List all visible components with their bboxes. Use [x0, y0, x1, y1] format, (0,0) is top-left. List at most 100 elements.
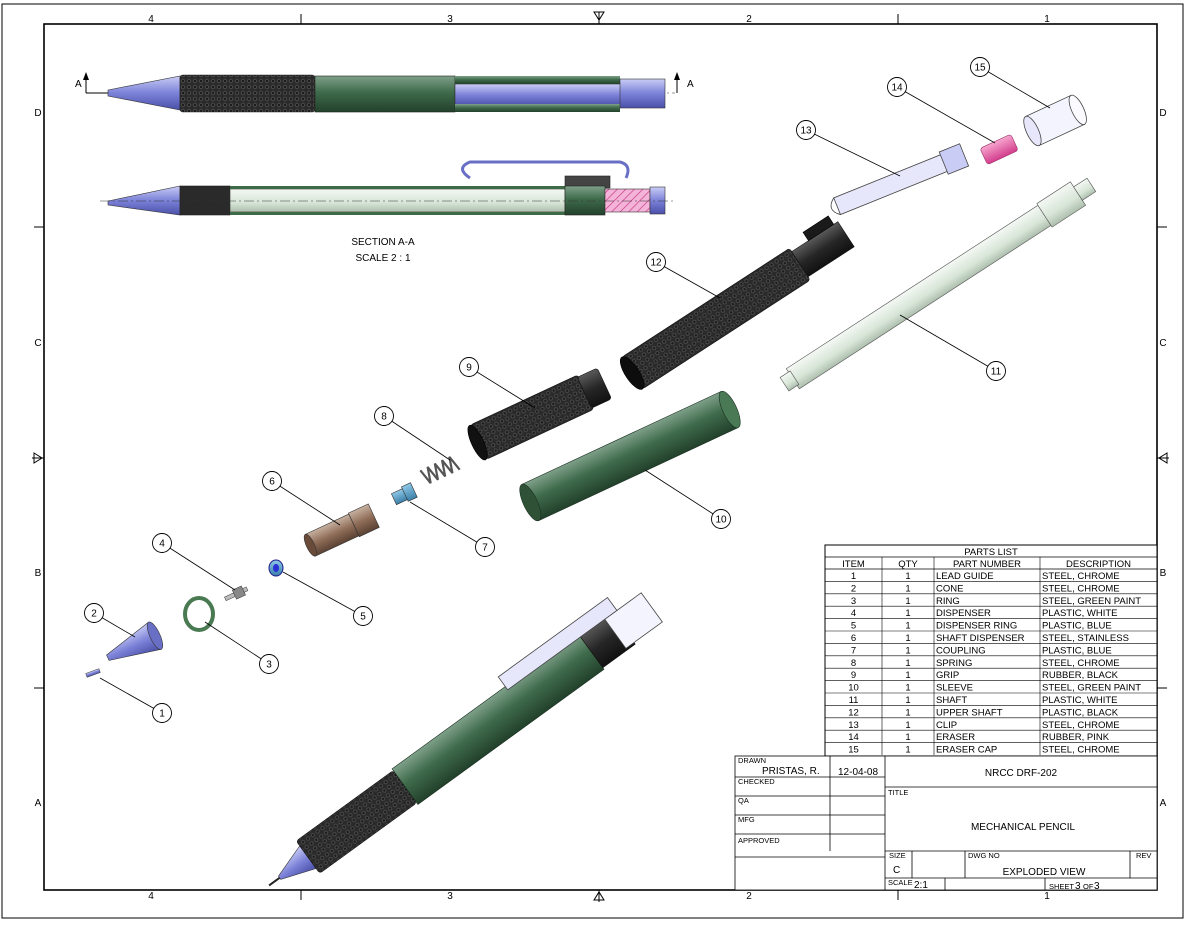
parts-list-cell: STEEL, CHROME: [1042, 745, 1120, 756]
balloon-number: 14: [891, 83, 903, 94]
balloon-circle: [374, 406, 394, 426]
balloon-circle: [887, 77, 907, 97]
balloon: 10: [711, 509, 731, 529]
balloon-circle: [459, 357, 479, 377]
parts-list-cell: 13: [848, 720, 859, 731]
balloon: 13: [796, 120, 816, 140]
parts-list-cell: 2: [851, 583, 856, 594]
sheet-label: SHEET: [1049, 882, 1074, 891]
parts-list-cell: 1: [905, 745, 910, 756]
balloon: 11: [986, 361, 1006, 381]
part-ring: [183, 596, 215, 632]
zone-row-a-right: A: [1160, 798, 1167, 809]
parts-list-cell: UPPER SHAFT: [936, 707, 1003, 718]
balloon-number: 15: [974, 63, 986, 74]
zone-col-4-top: 4: [148, 14, 154, 25]
part-eraser: [980, 134, 1018, 165]
parts-list-cell: 4: [851, 608, 856, 619]
assembled-pencil-isometric: [268, 592, 663, 887]
drawn-date: 12-04-08: [838, 767, 878, 778]
balloon-circle: [152, 703, 172, 723]
parts-list-cell: PLASTIC, BLUE: [1042, 621, 1112, 632]
zone-col-2-top: 2: [746, 14, 752, 25]
balloon-circle: [475, 537, 495, 557]
zone-col-1-bottom: 1: [1044, 891, 1050, 902]
balloon-number: 7: [482, 543, 488, 554]
balloon: 8: [374, 406, 394, 426]
balloon-number: 6: [269, 477, 275, 488]
parts-list-cell: STEEL, CHROME: [1042, 571, 1120, 582]
part-lead-guide: [85, 668, 101, 678]
drawing-title: MECHANICAL PENCIL: [971, 822, 1076, 833]
balloon-number: 9: [466, 363, 472, 374]
balloon-circle: [711, 509, 731, 529]
part-eraser-cap: [1023, 94, 1087, 147]
parts-list-cell: DISPENSER: [936, 608, 991, 619]
zone-row-d-left: D: [34, 108, 41, 119]
part-dispenser: [224, 585, 249, 602]
parts-list-cell: SLEEVE: [936, 683, 973, 694]
part-clip: [830, 143, 970, 216]
balloon-number: 4: [159, 539, 165, 550]
balloon-circle: [262, 471, 282, 491]
balloon-circle: [259, 654, 279, 674]
drawn-label: DRAWN: [738, 756, 766, 765]
parts-list-cell: PLASTIC, BLUE: [1042, 645, 1112, 656]
part-upper-shaft: [619, 215, 855, 390]
parts-list-cell: PLASTIC, BLACK: [1042, 707, 1119, 718]
parts-list-title: PARTS LIST: [964, 547, 1018, 558]
assembled-pencil-view: A A: [75, 72, 694, 113]
parts-list-cell: 8: [851, 658, 856, 669]
approved-label: APPROVED: [738, 836, 780, 845]
zone-row-b-left: B: [35, 568, 42, 579]
parts-list-cell: 11: [849, 695, 859, 706]
part-shaft-dispenser: [303, 503, 380, 557]
title-label: TITLE: [888, 788, 908, 797]
checked-label: CHECKED: [738, 777, 775, 786]
parts-list-cell: STEEL, CHROME: [1042, 720, 1120, 731]
parts-list-cell: 9: [851, 670, 856, 681]
balloon: 15: [970, 57, 990, 77]
parts-list-cell: STEEL, STAINLESS: [1042, 633, 1129, 644]
balloon: 7: [475, 537, 495, 557]
parts-list-cell: 14: [848, 732, 859, 743]
parts-list-cell: 5: [851, 621, 856, 632]
section-marker-right: A: [687, 79, 694, 90]
center-arrows: [32, 11, 1169, 902]
parts-list-cell: 1: [905, 670, 910, 681]
dwg-no-label: DWG NO: [968, 851, 1000, 860]
balloon-circle: [84, 603, 104, 623]
parts-list-cell: RING: [936, 596, 960, 607]
parts-list-header: PART NUMBER: [953, 559, 1021, 570]
balloon-number: 8: [381, 412, 387, 423]
zone-col-2-bottom: 2: [746, 891, 752, 902]
parts-list-cell: 12: [848, 707, 859, 718]
parts-list-cell: STEEL, GREEN PAINT: [1042, 596, 1141, 607]
sheet-border: [1, 3, 1184, 919]
balloon: 2: [84, 603, 104, 623]
balloon-number: 3: [266, 660, 272, 671]
parts-list-cell: 1: [905, 621, 910, 632]
parts-list-cell: 1: [851, 571, 856, 582]
parts-list-cell: 1: [905, 571, 910, 582]
drawn-by: PRISTAS, R.: [762, 766, 820, 777]
parts-list-cell: COUPLING: [936, 645, 986, 656]
scale-value: 2:1: [914, 880, 928, 891]
part-sleeve: [519, 390, 741, 522]
zone-row-d-right: D: [1159, 108, 1166, 119]
balloon-number: 12: [650, 258, 662, 269]
parts-list-cell: 1: [905, 683, 910, 694]
part-spring: [419, 456, 461, 484]
parts-list-cell: STEEL, CHROME: [1042, 658, 1120, 669]
balloon-circle: [796, 120, 816, 140]
scale-label: SCALE: [888, 878, 913, 887]
part-shaft: [779, 177, 1097, 392]
balloon: 6: [262, 471, 282, 491]
organization: NRCC DRF-202: [985, 768, 1058, 779]
part-cone: [106, 621, 164, 661]
part-grip: [467, 368, 611, 461]
zone-col-4-bottom: 4: [148, 891, 154, 902]
parts-list-cell: RUBBER, BLACK: [1042, 670, 1119, 681]
